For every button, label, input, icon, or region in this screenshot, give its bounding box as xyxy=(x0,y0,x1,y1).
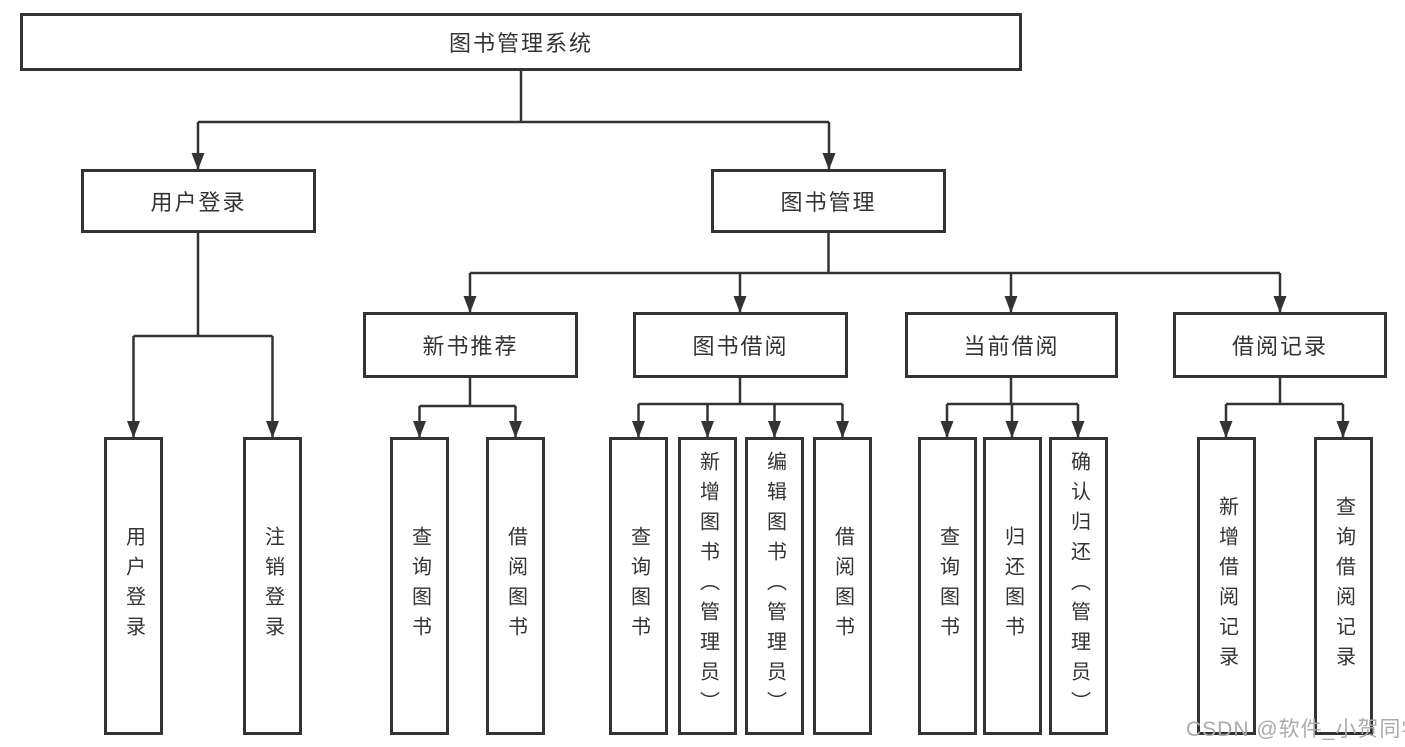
node-label: 图书管理系统 xyxy=(448,31,593,56)
node-label: 新书推荐 xyxy=(422,334,519,359)
node-label: 查询图书 xyxy=(936,526,959,646)
leaf-records-query-record: 查询借阅记录 xyxy=(1314,437,1373,735)
node-label: 借阅记录 xyxy=(1231,334,1328,359)
leaf-current-return-books: 归还图书 xyxy=(983,437,1042,735)
node-label: 新增图书（管理员） xyxy=(696,451,719,721)
node-current-borrow: 当前借阅 xyxy=(905,312,1118,378)
node-label: 确认归还（管理员） xyxy=(1067,451,1090,721)
leaf-logout: 注销登录 xyxy=(243,437,302,735)
leaf-borrow-query-books: 查询图书 xyxy=(609,437,668,735)
node-label: 查询借阅记录 xyxy=(1332,496,1355,676)
leaf-recommend-query-books: 查询图书 xyxy=(390,437,449,735)
node-label: 归还图书 xyxy=(1001,526,1024,646)
node-label: 编辑图书（管理员） xyxy=(763,451,786,721)
node-label: 查询图书 xyxy=(627,526,650,646)
leaf-user-login: 用户登录 xyxy=(104,437,163,735)
node-label: 图书借阅 xyxy=(692,334,789,359)
leaf-borrow-borrow-books: 借阅图书 xyxy=(813,437,872,735)
leaf-recommend-borrow-books: 借阅图书 xyxy=(486,437,545,735)
node-new-book-recommend: 新书推荐 xyxy=(363,312,578,378)
node-label: 当前借阅 xyxy=(963,334,1060,359)
node-label: 注销登录 xyxy=(261,526,284,646)
node-root-library-management-system: 图书管理系统 xyxy=(20,13,1022,71)
node-borrow-records: 借阅记录 xyxy=(1173,312,1387,378)
leaf-current-query-books: 查询图书 xyxy=(918,437,977,735)
csdn-watermark: CSDN @软件_小贺同学 xyxy=(1186,718,1405,741)
leaf-borrow-add-books-admin: 新增图书（管理员） xyxy=(678,437,737,735)
leaf-records-add-record: 新增借阅记录 xyxy=(1197,437,1256,735)
node-label: 新增借阅记录 xyxy=(1215,496,1238,676)
node-label: 借阅图书 xyxy=(831,526,854,646)
node-label: 用户登录 xyxy=(150,190,247,215)
node-book-borrow: 图书借阅 xyxy=(633,312,848,378)
node-label: 用户登录 xyxy=(122,526,145,646)
node-book-management: 图书管理 xyxy=(711,169,946,233)
node-label: 借阅图书 xyxy=(504,526,527,646)
node-label: 图书管理 xyxy=(780,190,877,215)
node-label: 查询图书 xyxy=(408,526,431,646)
node-user-login: 用户登录 xyxy=(81,169,316,233)
leaf-borrow-edit-books-admin: 编辑图书（管理员） xyxy=(745,437,804,735)
leaf-current-confirm-return-admin: 确认归还（管理员） xyxy=(1049,437,1108,735)
